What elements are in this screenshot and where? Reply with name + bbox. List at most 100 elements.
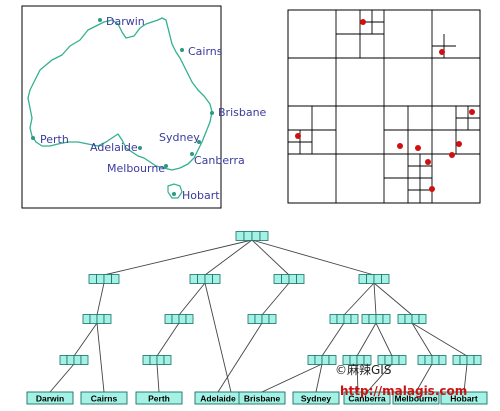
- leaf-label-canberra: Canberra: [348, 394, 386, 404]
- tree-internal-node: [307, 355, 337, 365]
- tree-edge: [261, 363, 323, 393]
- tree-internal-node: [417, 355, 447, 365]
- city-label-brisbane: Brisbane: [218, 106, 267, 119]
- tree-edge: [156, 322, 180, 357]
- partition-point: [449, 152, 455, 158]
- city-label-melbourne: Melbourne: [107, 162, 165, 175]
- partition-point: [469, 109, 475, 115]
- tree-edge: [156, 363, 160, 393]
- tree-edge: [366, 363, 393, 393]
- partition-point: [425, 159, 431, 165]
- watermark: ©麻辣GIS http://malagis.com: [335, 362, 467, 398]
- quadtree-structure-panel: Darwin Cairns Perth Adelaide Brisbane Sydney C…: [26, 231, 488, 405]
- tree-edge: [411, 322, 433, 357]
- leaf-label-hobart: Hobart: [450, 394, 478, 404]
- leaf-brisbane: Brisbane: [238, 391, 286, 405]
- city-label-perth: Perth: [40, 133, 69, 146]
- tree-edge: [96, 322, 105, 393]
- tree-root-node: [235, 231, 269, 241]
- tree-edge: [373, 282, 377, 316]
- tree-internal-node: [329, 314, 359, 324]
- city-dot-brisbane: [210, 111, 214, 115]
- tree-edge: [204, 239, 253, 276]
- city-label-hobart: Hobart: [182, 189, 220, 202]
- quadtree-partition-panel: [287, 9, 481, 204]
- leaf-label-cairns: Cairns: [91, 394, 118, 404]
- leaf-hobart: Hobart: [440, 391, 488, 405]
- tree-edge: [103, 239, 253, 276]
- city-label-darwin: Darwin: [106, 15, 145, 28]
- partition-point: [439, 49, 445, 55]
- city-label-canberra: Canberra: [194, 154, 245, 167]
- partition-point: [429, 186, 435, 192]
- tree-edge: [49, 363, 75, 393]
- tree-edge: [321, 322, 345, 357]
- city-dot-canberra: [190, 152, 194, 156]
- tree-edge: [251, 239, 375, 276]
- watermark-url: http://malagis.com: [340, 384, 467, 398]
- tree-internal-node: [397, 314, 427, 324]
- tree-edge: [261, 282, 290, 316]
- city-dot-perth: [31, 136, 35, 140]
- watermark-credit: ©麻辣GIS: [335, 362, 391, 377]
- leaf-label-perth: Perth: [148, 394, 170, 404]
- leaf-label-darwin: Darwin: [36, 394, 64, 404]
- tree-internal-node: [189, 274, 221, 284]
- tree-edge: [415, 363, 433, 393]
- leaf-label-adelaide: Adelaide: [200, 394, 236, 404]
- tree-edge: [315, 363, 323, 393]
- leaf-adelaide: Adelaide: [194, 391, 242, 405]
- tree-edge: [463, 363, 468, 393]
- tree-internal-node: [377, 355, 407, 365]
- tree-internal-node: [59, 355, 89, 365]
- leaf-sydney: Sydney: [292, 391, 340, 405]
- city-dot-darwin: [98, 18, 102, 22]
- tree-internal-node: [82, 314, 112, 324]
- tasmania-outline: [167, 183, 183, 199]
- tree-edge: [251, 239, 290, 276]
- tree-internal-node: [273, 274, 305, 284]
- leaf-label-sydney: Sydney: [301, 394, 332, 404]
- city-dot-melbourne: [164, 164, 168, 168]
- tree-internal-node: [142, 355, 172, 365]
- tree-edge: [411, 322, 468, 357]
- tree-internal-node: [358, 274, 390, 284]
- partition-point: [360, 19, 366, 25]
- tree-edge: [96, 282, 105, 316]
- tree-edge: [356, 363, 359, 393]
- city-label-adelaide: Adelaide: [90, 141, 138, 154]
- tree-internal-node: [452, 355, 482, 365]
- leaf-label-melbourne: Melbourne: [395, 394, 438, 404]
- partition-point: [295, 133, 301, 139]
- tree-internal-node: [164, 314, 194, 324]
- tree-edge: [356, 322, 377, 357]
- tree-edge: [178, 282, 206, 316]
- leaf-melbourne: Melbourne: [392, 391, 440, 405]
- city-label-cairns: Cairns: [188, 45, 223, 58]
- leaf-canberra: Canberra: [343, 391, 391, 405]
- partition-point: [456, 141, 462, 147]
- tree-internal-node: [247, 314, 277, 324]
- tree-internal-node: [361, 314, 391, 324]
- city-dot-hobart: [172, 192, 176, 196]
- leaf-cairns: Cairns: [80, 391, 128, 405]
- leaf-label-brisbane: Brisbane: [244, 394, 281, 404]
- tree-edge: [373, 282, 413, 316]
- partition-point: [415, 145, 421, 151]
- city-label-sydney: Sydney: [159, 131, 200, 144]
- leaf-darwin: Darwin: [26, 391, 74, 405]
- tree-edge: [73, 322, 98, 357]
- tree-edge: [343, 282, 375, 316]
- city-dot-adelaide: [138, 146, 142, 150]
- tree-internal-node: [88, 274, 120, 284]
- leaf-perth: Perth: [135, 391, 183, 405]
- city-dot-cairns: [180, 48, 184, 52]
- city-dot-sydney: [197, 140, 201, 144]
- tree-internal-node: [342, 355, 372, 365]
- tree-edge: [217, 322, 263, 393]
- tree-edge: [204, 282, 232, 393]
- partition-point: [397, 143, 403, 149]
- tree-edge: [375, 322, 393, 357]
